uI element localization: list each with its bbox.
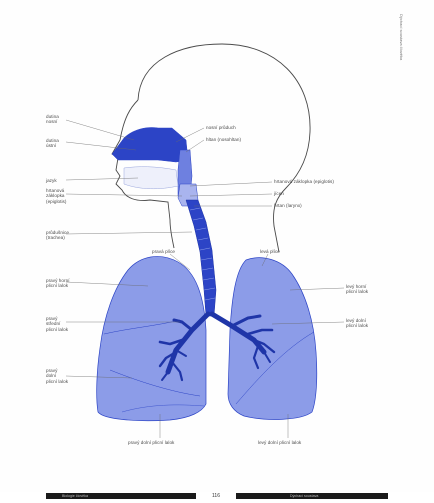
mouth-shape [124, 167, 178, 189]
side-caption: Dýchací soustava člověka [399, 14, 404, 60]
label-trachea: průdušnice (trachea) [46, 230, 69, 241]
nasal-cavity-shape [112, 127, 188, 162]
label-right-lung: pravá plíce [152, 249, 175, 254]
label-right-lower-lobe-bottom: pravý dolní plicní lalok [128, 440, 174, 445]
label-epiglottis-right: hrtanová záklopka (epiglotis) [274, 179, 334, 184]
label-epiglottis: hrtanová záklopka (epiglotis) [46, 188, 66, 204]
label-esophagus: jícen [274, 191, 284, 196]
label-left-upper-lobe: levý horní plicní lalok [346, 284, 368, 295]
label-larynx: hrtan (larynx) [274, 203, 302, 208]
right-lung-shape [97, 256, 206, 420]
label-oral-cavity: dutina ústní [46, 138, 59, 149]
label-nasopharynx: hltan (nosohltan) [206, 137, 241, 142]
label-tongue: jazyk [46, 178, 57, 183]
footer-left-text: Biologie člověka [62, 493, 88, 499]
label-right-upper-lobe: pravý horní plicní lalok [46, 278, 70, 289]
label-left-lower-lobe: levý dolní plicní lalok [346, 318, 368, 329]
label-nasal-passage: nosní průduch [206, 125, 236, 130]
label-nasal-cavity: dutina nosní [46, 114, 59, 125]
footer-right-text: Dýchací soustava [290, 493, 318, 499]
page-number: 116 [206, 492, 226, 500]
label-right-middle-lobe: pravý střední plicní lalok [46, 316, 68, 332]
label-left-lung: levá plíce [260, 249, 280, 254]
label-right-lower-lobe: pravý dolní plicní lalok [46, 368, 68, 384]
label-left-lower-lobe-bottom: levý dolní plicní lalok [258, 440, 301, 445]
